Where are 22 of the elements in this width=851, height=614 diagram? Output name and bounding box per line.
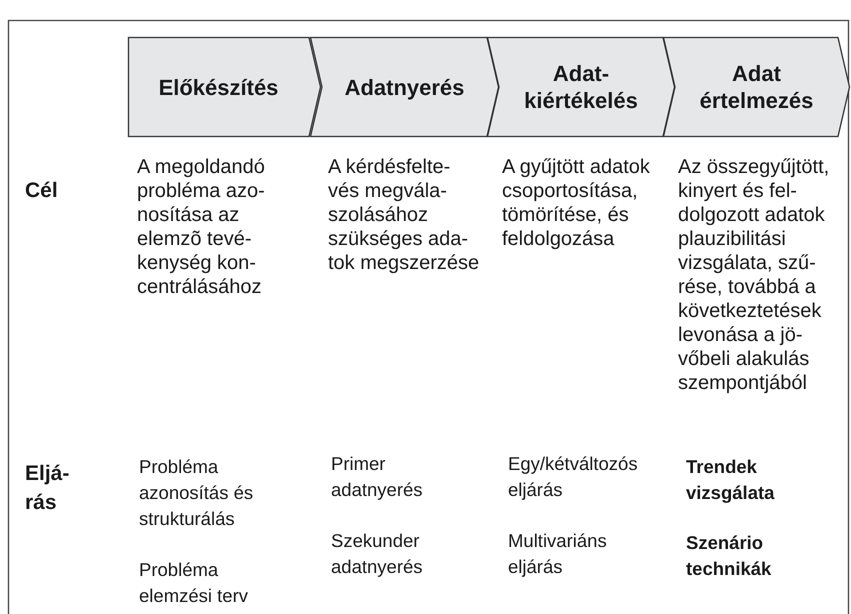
step-title: Előkészítés [158, 74, 280, 100]
chevron-step [663, 37, 850, 137]
method-text: Trendek vizsgálata [686, 455, 776, 505]
chevron-step [487, 37, 675, 137]
row-header: Cél [25, 178, 59, 204]
step-title: Adatnyerés [344, 74, 466, 100]
method-text: Primer adatnyerés [331, 452, 424, 502]
step-title: Adat- kiértékelés [523, 60, 639, 114]
method-text: Szenário technikák [686, 531, 772, 581]
method-text: Probléma elemzési terv [139, 558, 249, 608]
goal-text: A kérdésfelte- vés megvála- szolásához szükséges ada- tok megszerzése [328, 155, 480, 275]
method-text: Egy/kétváltozós eljárás [508, 452, 639, 502]
row-header: Eljá- rás [25, 461, 70, 516]
goal-text: Az összegyűjtött, kinyert és fel- dolgozott adatok plauzibilitási vizsgálata, szű- rése, továbbá a következtetések levonása a jö- vőbeli alakulás szempontjából [678, 155, 830, 395]
method-text: Szekunder adatnyerés [331, 529, 424, 579]
method-text: Multivariáns eljárás [508, 529, 608, 579]
goal-text: A gyűjtött adatok csoportosítása, tömörítése, és feldolgozása [502, 155, 651, 251]
step-title: Adat értelmezés [698, 60, 814, 114]
chevron-step [128, 37, 321, 137]
chevron-step [310, 37, 499, 137]
method-text: Probléma azonosítás és strukturálás [139, 455, 254, 531]
goal-text: A megoldandó probléma azo- nosítása az elemzõ tevé- kenység kon- centrálásához [137, 155, 266, 299]
